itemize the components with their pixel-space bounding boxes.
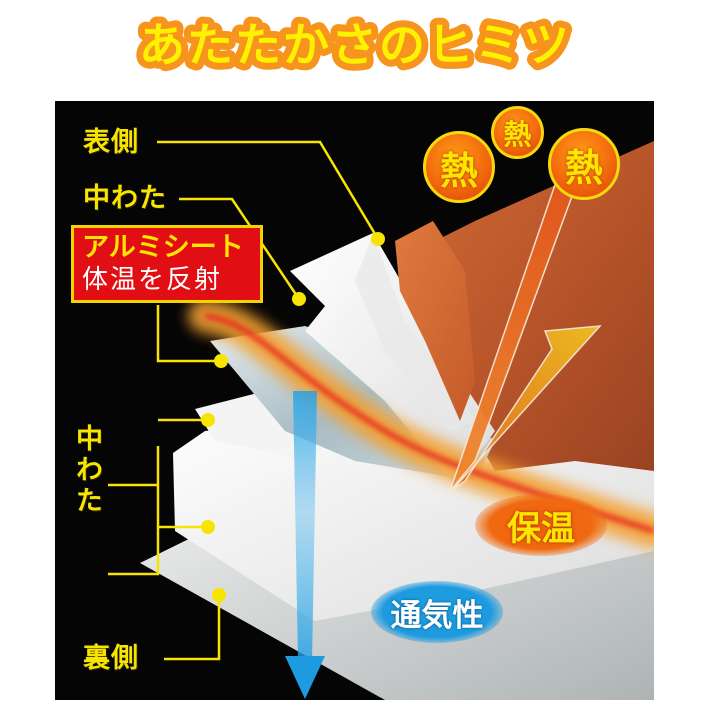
aluminum-sheet-callout: アルミシート 体温を反射 [71, 225, 263, 303]
callout-dots [201, 232, 385, 602]
heat-badge-small: 熱 [491, 106, 544, 159]
callout-lines [108, 140, 380, 661]
airflow-arrow-head [285, 656, 325, 699]
outer-fleece-flap [395, 221, 475, 421]
label-back-side: 裏側 [83, 643, 139, 674]
layer-illustration [108, 140, 654, 700]
title-text: あたたかさのヒミツ [139, 18, 571, 72]
outer-fleece-layer [415, 141, 654, 471]
layer-diagram: 表側 中わた 中わた 裏側 アルミシート 体温を反射 熱 熱 熱 保温 通気性 [55, 101, 654, 700]
heat-arrow-reflect [452, 325, 602, 490]
title-outline: あたたかさのヒミツ [139, 18, 571, 72]
aluminum-sheet-heading: アルミシート [82, 232, 244, 263]
title-graphic: あたたかさのヒミツ あたたかさのヒミツ [132, 11, 576, 79]
label-inner-padding-top: 中わた [83, 183, 167, 214]
label-outer-side: 表側 [83, 127, 139, 158]
aluminum-sheet-subtext: 体温を反射 [82, 265, 223, 295]
insulation-label: 保温 [475, 494, 607, 556]
heat-badge-left: 熱 [423, 131, 495, 203]
heat-badge-right: 熱 [548, 128, 620, 200]
label-inner-padding-middle: 中わた [71, 424, 102, 517]
breathability-label: 通気性 [371, 581, 503, 643]
page-title: あたたかさのヒミツ あたたかさのヒミツ [0, 4, 710, 84]
airflow-arrow-shaft [293, 391, 317, 661]
